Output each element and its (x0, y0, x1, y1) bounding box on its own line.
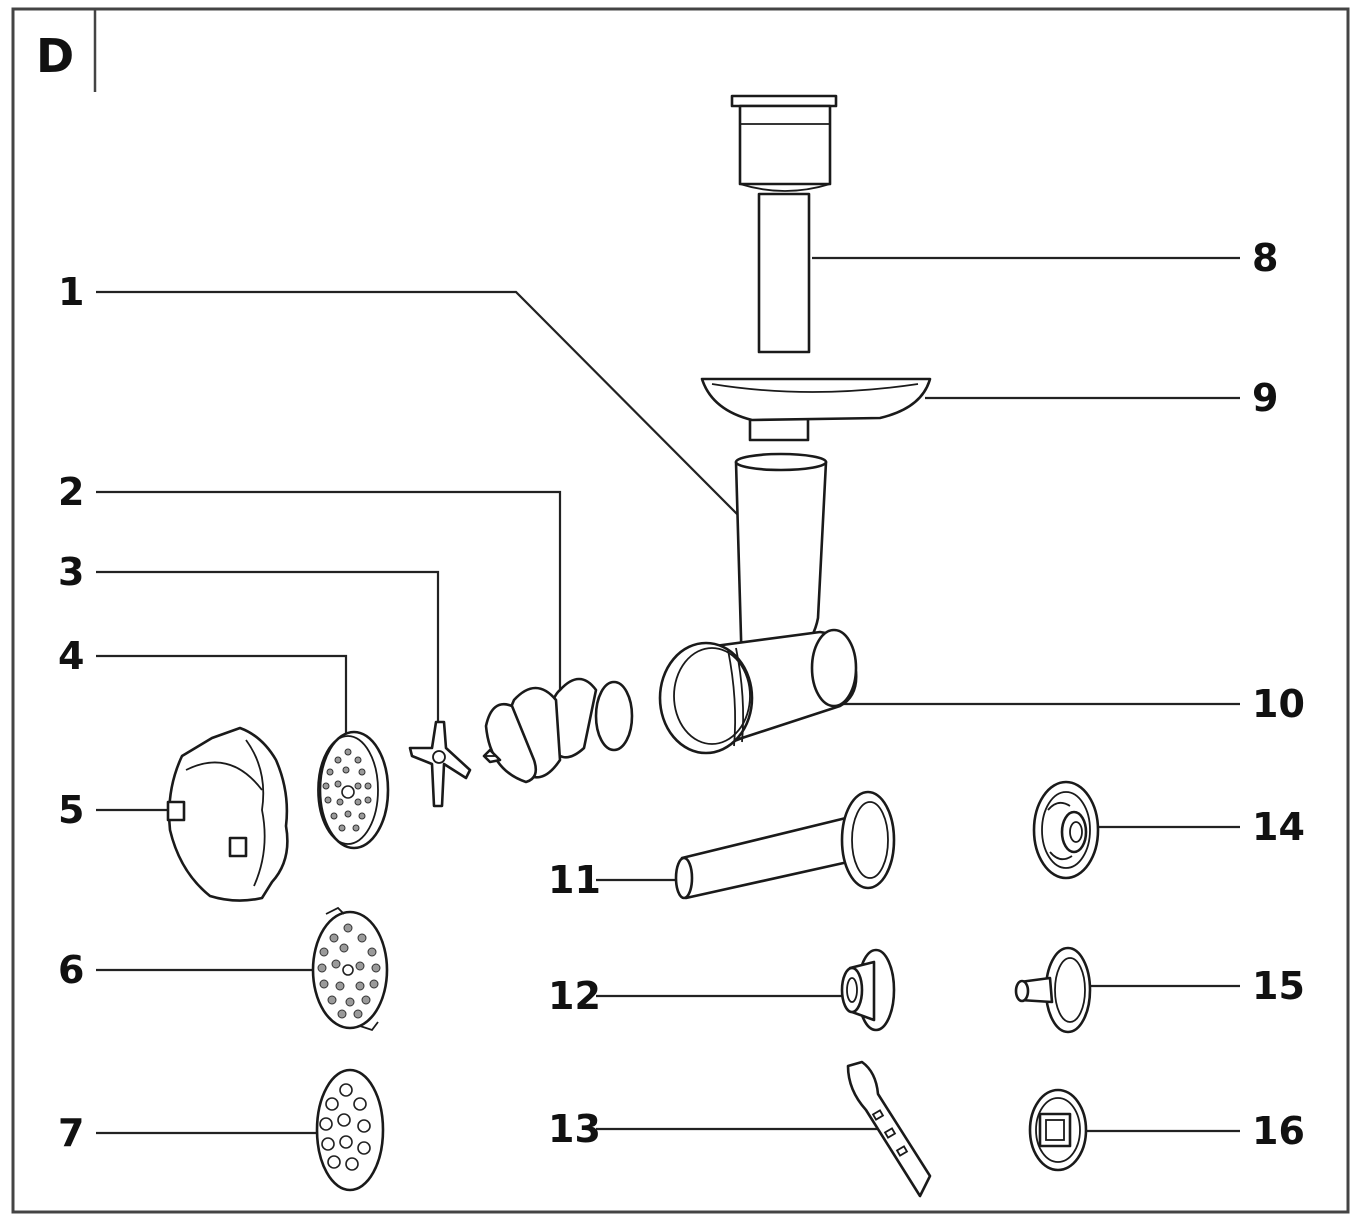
callout-13: 13 (548, 1107, 601, 1151)
kebbe-disc-part (1032, 780, 1100, 880)
cutting-tool-part (846, 1060, 932, 1198)
leader-line-4 (96, 654, 348, 735)
food-tray-part (700, 377, 932, 442)
callout-3: 3 (58, 550, 84, 594)
callout-7: 7 (58, 1111, 84, 1155)
callout-15: 15 (1252, 964, 1305, 1008)
callout-1: 1 (58, 270, 84, 314)
pusher-part (730, 94, 838, 354)
leader-line-1 (96, 290, 739, 516)
callout-6: 6 (58, 948, 84, 992)
square-disc-part (1028, 1088, 1088, 1172)
leader-line-2 (96, 490, 562, 690)
kebbe-cone-part (1014, 946, 1092, 1034)
fine-plate-part (317, 730, 390, 850)
ring-nut-part (166, 726, 289, 902)
callout-8: 8 (1252, 236, 1278, 280)
callout-11: 11 (548, 858, 601, 902)
callout-9: 9 (1252, 376, 1278, 420)
panel-label: D (36, 29, 74, 83)
auger-part (482, 677, 634, 784)
cross-blade-part (408, 720, 472, 808)
callout-14: 14 (1252, 805, 1305, 849)
grinder-housing-part (658, 452, 858, 755)
figure-frame (11, 7, 1350, 1214)
coarse-plate-part (315, 1068, 385, 1192)
callout-16: 16 (1252, 1109, 1305, 1153)
leader-line-3 (96, 570, 440, 735)
callout-2: 2 (58, 470, 84, 514)
callout-labels: 1 2 3 4 5 6 7 8 9 10 11 12 13 14 15 16 (58, 236, 1305, 1155)
medium-plate-part (311, 906, 389, 1032)
callout-12: 12 (548, 974, 601, 1018)
callout-5: 5 (58, 788, 84, 832)
sausage-funnel-part (674, 790, 896, 900)
small-cone-part (840, 948, 896, 1032)
callout-4: 4 (58, 634, 84, 678)
callout-10: 10 (1252, 682, 1305, 726)
